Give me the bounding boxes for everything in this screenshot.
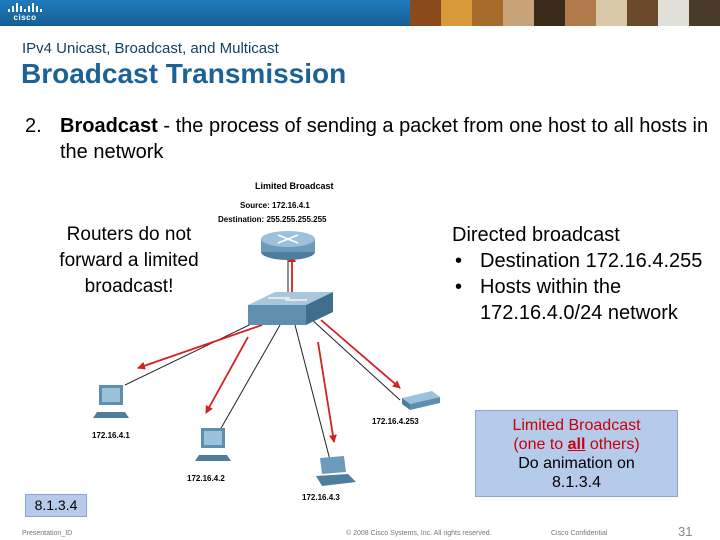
printer-icon	[402, 391, 440, 410]
page-number: 31	[678, 524, 692, 539]
diagram-caption-destination: Destination: 255.255.255.255	[218, 215, 327, 224]
diagram-caption-title: Limited Broadcast	[255, 181, 334, 191]
footer-presentation-id: Presentation_ID	[22, 530, 72, 537]
host-label-4: 172.16.4.253	[372, 417, 419, 426]
section-tag: 8.1.3.4	[25, 494, 87, 517]
diagram-caption-source: Source: 172.16.4.1	[240, 201, 310, 210]
callout-line-1: Limited Broadcast	[476, 416, 677, 435]
host-label-3: 172.16.4.3	[302, 493, 340, 502]
callout-line-3: Do animation on	[476, 454, 677, 473]
computer-icon	[93, 385, 129, 418]
broadcast-arrows	[138, 255, 400, 442]
laptop-icon	[316, 456, 356, 486]
host-label-1: 172.16.4.1	[92, 431, 130, 440]
host-label-2: 172.16.4.2	[187, 474, 225, 483]
computer-icon	[195, 428, 231, 461]
footer-confidential: Cisco Confidential	[551, 530, 607, 537]
limited-broadcast-callout: Limited Broadcast (one to all others) Do…	[475, 410, 678, 497]
switch-icon	[248, 292, 333, 325]
callout-line-4: 8.1.3.4	[476, 473, 677, 492]
callout-line-2: (one to all others)	[476, 435, 677, 454]
router-icon	[261, 231, 315, 260]
footer-copyright: © 2008 Cisco Systems, Inc. All rights re…	[346, 530, 492, 537]
